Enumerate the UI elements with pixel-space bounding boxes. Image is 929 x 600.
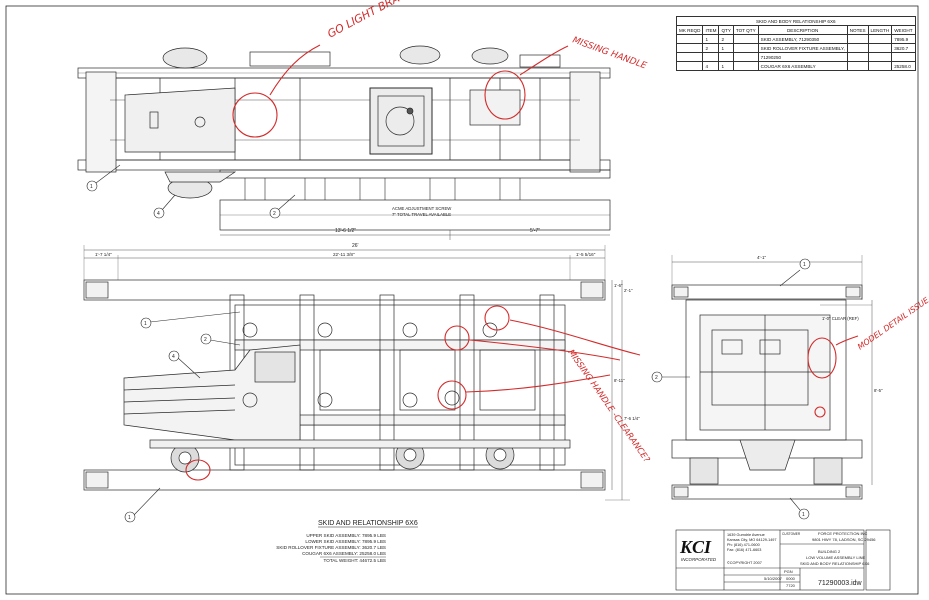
- redline-markups: [185, 44, 859, 481]
- summary-line-1: UPPER SKID ASSEMBLY: 7895.9 LBS: [306, 533, 386, 538]
- markup-missing-handle-clearance: MISSING HANDLE -CLEARANCE?: [566, 348, 652, 465]
- bom-item: 4: [702, 61, 720, 71]
- plan-dim-v1: 1'-6": [614, 283, 623, 288]
- bom-qty: 1: [718, 43, 734, 53]
- address-1: 1639 Gumdrle Avenue: [727, 533, 765, 537]
- bom-header: QTY: [718, 25, 734, 35]
- end-view: [671, 255, 873, 500]
- bom-qty: 1: [718, 61, 734, 71]
- address-3: Ph: (816) 471-0600: [727, 543, 760, 547]
- plan-dim-v3: 8'-11": [614, 378, 625, 383]
- bom-header: TOT QTY: [732, 25, 759, 35]
- side-callout-2: 2: [273, 211, 276, 217]
- plan-view: [83, 245, 630, 501]
- markup-missing-handle: MISSING HANDLE: [571, 35, 648, 71]
- bom-header: LENGTH: [867, 25, 893, 35]
- bom-desc: SKID ROLLOVER FIXTURE ASSEMBLY,: [757, 43, 848, 53]
- title-block: [675, 529, 891, 591]
- bom-item: 2: [702, 43, 720, 53]
- plan-dim-left: 1'-7 1/4": [95, 252, 112, 257]
- bom-title: SKID AND BODY RELATIONSHIP 6X6: [676, 16, 916, 26]
- bom-header: WEIGHT: [891, 25, 916, 35]
- drawing-number: 71290003.idw: [818, 580, 863, 587]
- side-view: [77, 45, 611, 240]
- summary-line-3: SKID ROLLOVER FIXTURE ASSEMBLY: 3620.7 L…: [276, 545, 386, 550]
- bom-header: ITEM: [702, 25, 720, 35]
- bom-weight: 25258.0: [891, 61, 916, 71]
- end-clear-note: 1'-0" CLEAR (REF): [822, 316, 859, 321]
- acme-note-2: 7" TOTAL TRAVEL AVAILABLE: [392, 212, 451, 217]
- summary-line-4: COUGAR 6X6 ASSEMBLY: 25258.0 LBS: [302, 551, 386, 556]
- customer-label: CUSTOMER: [782, 532, 801, 536]
- plan-callout-4: 4: [172, 354, 175, 360]
- end-callout-1: 1: [803, 262, 806, 268]
- plan-callouts: [124, 311, 241, 523]
- address-4: Fax: (816) 471-6603: [727, 548, 761, 552]
- bom-header: MK REQD: [675, 25, 704, 35]
- customer-address: 9801 HWY 78, LADSON, SC 29456: [812, 537, 876, 542]
- acme-note-1: ACME ADJUSTMENT SCREW: [392, 206, 452, 211]
- summary-line-2: LOWER SKID ASSEMBLY: 7895.9 LBS: [305, 539, 386, 544]
- project-line-2: LOW VOLUME ASSEMBLY LINE: [806, 555, 866, 560]
- bom-weight: 3620.7: [891, 43, 916, 53]
- bom-qty: 2: [718, 34, 734, 44]
- summary-title: SKID AND RELATIONSHIP 6X6: [318, 520, 418, 527]
- side-dim-right: 5'-7": [530, 228, 540, 234]
- copyright: ©COPYRIGHT 2007: [727, 561, 762, 565]
- weight-summary: SKID AND RELATIONSHIP 6X6 UPPER SKID ASS…: [276, 520, 418, 563]
- kci-logo-sub: INCORPORATED: [681, 557, 717, 562]
- date: 5/10/2007: [764, 576, 783, 581]
- address-2: Kansas City, MO 64129-1497: [727, 538, 777, 542]
- bill-of-materials: SKID AND BODY RELATIONSHIP 6X6 MK REQD I…: [675, 16, 916, 71]
- plan-dim-overall: 26': [352, 243, 359, 249]
- customer-name: FORCE PROTECTION INC: [818, 531, 867, 536]
- bom-header: DESCRIPTION: [757, 25, 848, 35]
- bom-desc-cont: 71290250: [757, 52, 848, 62]
- sheet-border: [5, 5, 919, 595]
- end-callout-1b: 1: [802, 512, 805, 518]
- job-number: 7720: [786, 583, 796, 588]
- side-callout-4: 4: [157, 211, 160, 217]
- kci-logo: KCI: [679, 537, 712, 557]
- project-line-1: BUILDING 2: [818, 549, 841, 554]
- scale: 0000: [786, 576, 796, 581]
- table-row: 71290250: [675, 52, 916, 62]
- side-callout-1: 1: [90, 184, 93, 190]
- project-line-3: SKID AND BODY RELATIONSHIP 6X6: [800, 561, 870, 566]
- bom-header: NOTES: [846, 25, 869, 35]
- end-dim-top: 4'-1": [757, 255, 767, 260]
- drawn-by: PGN: [784, 569, 793, 574]
- bom-weight: 7895.9: [891, 34, 916, 44]
- plan-dim-mid: 22'-11 3/8": [333, 252, 355, 257]
- summary-total: TOTAL WEIGHT: 44672.5 LBS: [324, 558, 386, 563]
- end-callout-2: 2: [655, 375, 658, 381]
- plan-dim-right: 1'-5 5/16": [576, 252, 596, 257]
- bom-item: 1: [702, 34, 720, 44]
- plan-callout-2: 2: [204, 337, 207, 343]
- plan-dim-v2: 2'-1": [624, 288, 633, 293]
- plan-callout-1: 1: [144, 321, 147, 327]
- bom-desc: COUGAR 6X6 ASSEMBLY: [757, 61, 848, 71]
- plan-dim-v4: 7'-6 1/4": [624, 416, 640, 421]
- bom-desc: SKID ASSEMBLY, 71290350: [757, 34, 848, 44]
- plan-callout-1b: 1: [128, 515, 131, 521]
- end-dim-v: 8'-5": [874, 388, 883, 393]
- side-callouts: [86, 164, 296, 219]
- end-callouts: [651, 258, 811, 520]
- side-dim-left: 13'-6 1/2": [335, 228, 356, 234]
